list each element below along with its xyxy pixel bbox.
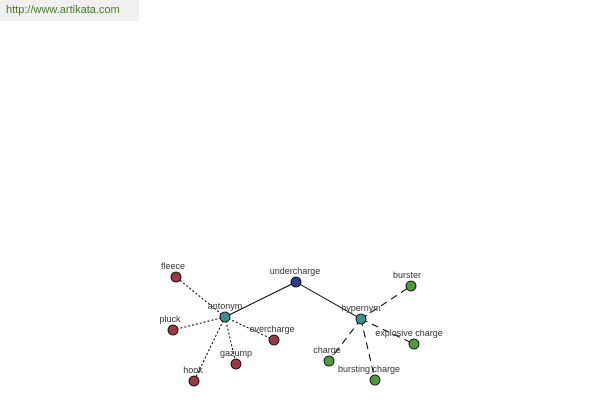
node-label-hypernym-leaf[interactable]: explosive charge — [375, 328, 443, 338]
node-label-antonym-leaf[interactable]: overcharge — [249, 324, 294, 334]
node-hypernym[interactable] — [355, 313, 367, 325]
node-label-hypernym-leaf[interactable]: charge — [313, 345, 341, 355]
edge-hypernym-2 — [360, 318, 376, 381]
edge-hypernym-0 — [360, 285, 412, 320]
node-hypernym-leaf[interactable] — [405, 280, 417, 292]
node-antonym-leaf[interactable] — [170, 271, 182, 283]
edge-hypernym-3 — [328, 318, 362, 362]
node-antonym-leaf[interactable] — [230, 358, 242, 370]
graph-nodes — [167, 271, 420, 387]
node-antonym-leaf[interactable] — [188, 375, 200, 387]
node-center[interactable] — [290, 276, 302, 288]
node-label-antonym-leaf[interactable]: fleece — [161, 261, 185, 271]
edge-antonym-0 — [175, 276, 226, 318]
edge-center-hypernym — [295, 281, 362, 320]
graph-edges — [172, 276, 415, 382]
node-hypernym-leaf[interactable] — [323, 355, 335, 367]
graph-labels: undercharge antonym fleece pluck hook gazump o… — [159, 261, 442, 375]
edge-antonym-3 — [224, 316, 237, 365]
edge-hypernym-1 — [360, 318, 415, 345]
node-antonym-leaf[interactable] — [167, 324, 179, 336]
node-antonym[interactable] — [219, 311, 231, 323]
url-link[interactable]: http://www.artikata.com — [6, 4, 120, 16]
node-hypernym-leaf[interactable] — [408, 338, 420, 350]
node-label-antonym-leaf[interactable]: hook — [183, 365, 203, 375]
edge-antonym-1 — [172, 316, 226, 331]
url-bar: http://www.artikata.com — [0, 0, 139, 21]
node-label-antonym-leaf[interactable]: pluck — [159, 314, 181, 324]
node-label-antonym-leaf[interactable]: gazump — [220, 348, 252, 358]
node-hypernym-leaf[interactable] — [369, 374, 381, 386]
node-label-antonym[interactable]: antonym — [208, 301, 243, 311]
node-label-hypernym-leaf[interactable]: bursting charge — [338, 364, 400, 374]
edge-center-antonym — [224, 281, 297, 318]
node-label-center[interactable]: undercharge — [270, 266, 321, 276]
node-label-hypernym[interactable]: hypernym — [341, 303, 381, 313]
node-label-hypernym-leaf[interactable]: burster — [393, 270, 421, 280]
node-antonym-leaf[interactable] — [268, 334, 280, 346]
edge-antonym-4 — [224, 316, 275, 341]
